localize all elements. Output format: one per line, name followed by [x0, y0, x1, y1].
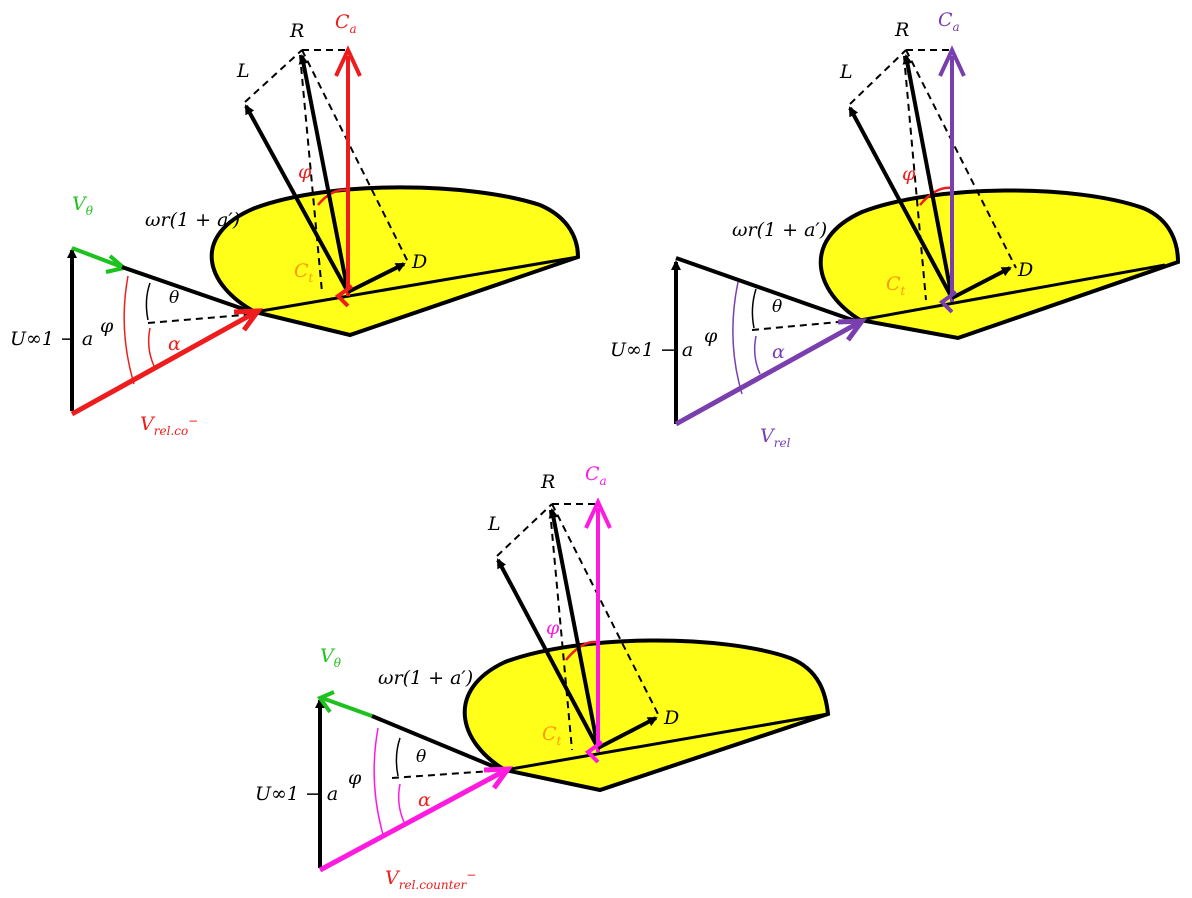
resultant-vector: [548, 508, 600, 749]
velocity-triangle: [67, 246, 264, 417]
force-vectors: [496, 497, 658, 764]
relative-velocity-vector: [318, 767, 508, 873]
lift-vector: [848, 106, 954, 299]
tangential-force-arrow: [334, 284, 354, 308]
drag-vector: [347, 262, 406, 294]
phi-label: φ: [348, 767, 362, 789]
blade-section: [209, 185, 581, 338]
v-theta-vector: [71, 246, 123, 269]
alpha-arc: [397, 783, 405, 823]
u-inf-label: U∞1 − a: [255, 783, 338, 805]
lift-label: L: [236, 60, 250, 82]
blade-phi-arc: [565, 640, 599, 661]
blade-phi-label: φ: [902, 163, 916, 185]
resultant-vector: [902, 54, 954, 299]
v-rel-label: Vrel: [760, 425, 791, 450]
blade-section: [462, 638, 831, 793]
force-vectors: [244, 45, 406, 308]
force-vectors: [848, 45, 1012, 314]
axial-force-label: Ca: [335, 11, 357, 36]
tangential-force-label: Ct: [294, 260, 314, 285]
lift-label: L: [839, 61, 853, 83]
tangential-force-arrow: [938, 290, 958, 314]
phi-label: φ: [704, 325, 718, 347]
alpha-label: α: [168, 333, 181, 355]
resultant-label: R: [540, 471, 555, 493]
relative-velocity-vector: [70, 309, 258, 417]
omega-r-label: ωr(1 + a′): [378, 667, 473, 689]
rotational-velocity-vector: [121, 265, 253, 314]
blade-phi-label: φ: [546, 617, 560, 639]
alpha-arc: [147, 327, 155, 367]
drag-vector: [597, 716, 658, 750]
v-theta-label: Vθ: [320, 645, 342, 670]
blade-phi-arc: [317, 188, 349, 206]
lift-label: L: [487, 513, 501, 535]
theta-arc: [395, 737, 401, 777]
drag-label: D: [1017, 259, 1033, 281]
tangential-force-arrow: [584, 740, 604, 764]
labels: ωr(1 + a′) U∞1 − a φ θ α Vrel L R Ca Ct …: [610, 9, 1033, 450]
diagram-single: ωr(1 + a′) U∞1 − a φ θ α Vrel L R Ca Ct …: [610, 9, 1181, 450]
rotational-velocity-vector: [675, 256, 859, 324]
v-rel-label: Vrel.co−: [140, 413, 198, 438]
blade-phi-label: φ: [298, 161, 312, 183]
drag-label: D: [411, 251, 427, 273]
theta-arc: [751, 288, 757, 329]
blade-phi-arc: [919, 186, 953, 206]
drag-label: D: [663, 707, 679, 729]
labels: Vθ ωr(1 + a′) U∞1 − a φ θ α Vrel.counter…: [255, 463, 679, 892]
force-construction-lines: [147, 49, 409, 324]
lift-vector: [496, 558, 600, 749]
rotational-velocity-vector: [371, 714, 503, 772]
theta-arc: [145, 282, 151, 321]
alpha-label: α: [772, 341, 785, 363]
theta-label: θ: [772, 297, 782, 317]
u-inf-label: U∞1 − a: [10, 328, 93, 350]
v-theta-vector: [321, 696, 373, 718]
theta-label: θ: [416, 747, 426, 767]
phi-arc: [732, 281, 743, 395]
resultant-label: R: [894, 19, 909, 41]
velocity-triangle: [671, 256, 868, 427]
omega-r-label: ωr(1 + a′): [732, 219, 827, 241]
v-rel-label: Vrel.counter−: [385, 867, 476, 892]
drag-vector: [951, 266, 1012, 300]
axial-force-label: Ca: [585, 463, 607, 488]
axial-force-label: Ca: [938, 9, 960, 34]
tangential-force-label: Ct: [542, 723, 562, 748]
relative-velocity-vector: [674, 319, 862, 427]
resultant-label: R: [289, 20, 304, 42]
u-inf-label: U∞1 − a: [610, 339, 693, 361]
diagram-counter-rotating: Vθ ωr(1 + a′) U∞1 − a φ θ α Vrel.counter…: [255, 463, 831, 892]
alpha-label: α: [418, 789, 431, 811]
diagram-co-rotating: Vθ ωr(1 + a′) U∞1 − a φ θ α Vrel.co− L R…: [10, 11, 581, 438]
phi-arc: [123, 275, 135, 385]
force-construction-lines: [391, 503, 661, 779]
resultant-vector: [298, 54, 350, 293]
theta-label: θ: [169, 288, 179, 308]
lift-vector: [244, 104, 350, 293]
v-theta-label: Vθ: [72, 193, 94, 218]
velocity-triangle: [315, 690, 514, 873]
alpha-arc: [753, 335, 761, 375]
phi-arc: [373, 727, 385, 839]
tangential-force-label: Ct: [886, 273, 906, 298]
blade-section: [818, 188, 1181, 341]
phi-label: φ: [100, 315, 114, 337]
labels: Vθ ωr(1 + a′) U∞1 − a φ θ α Vrel.co− L R…: [10, 11, 427, 438]
omega-r-label: ωr(1 + a′): [145, 209, 240, 231]
